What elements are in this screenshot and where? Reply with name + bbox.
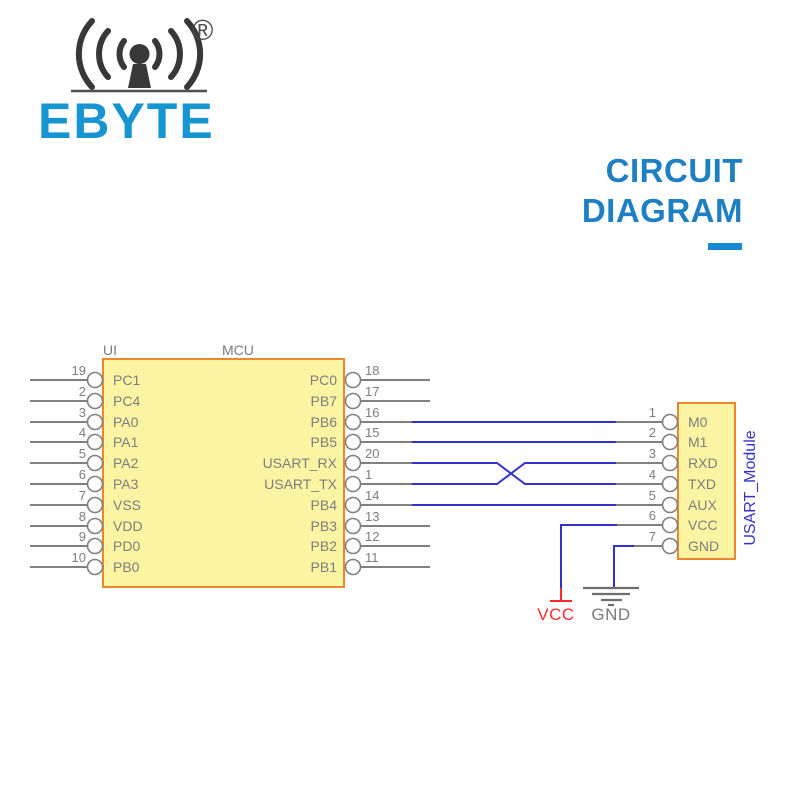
- usart-module-body: [677, 402, 736, 560]
- mcu-left-pin-label: PA3: [113, 476, 139, 492]
- logo-wordmark: EBYTE: [38, 93, 215, 149]
- module-pin-number: 5: [648, 488, 656, 503]
- wire-usartrx-txd: [412, 462, 616, 485]
- gnd-symbol: [583, 586, 639, 607]
- mcu-left-pin-number: 9: [78, 529, 86, 544]
- registered-trademark: ®: [192, 15, 214, 47]
- module-pin-number: 4: [648, 467, 656, 482]
- antenna-waves: [75, 18, 204, 90]
- wire-usarttx-rxd: [412, 462, 616, 485]
- mcu-right-pin-number: 12: [365, 529, 380, 544]
- mcu-body: [102, 358, 345, 588]
- net-gray-segments: [361, 421, 663, 547]
- module-pin-number: 7: [648, 529, 656, 544]
- mcu-right-pin-circles: [344, 371, 362, 576]
- antenna-icon: [71, 18, 207, 93]
- mcu-right-pin-number: 17: [365, 384, 380, 399]
- module-pin-label: M1: [688, 434, 708, 450]
- module-pin-label: VCC: [688, 517, 718, 533]
- module-pin-circles: [661, 413, 679, 555]
- module-pin-label: GND: [688, 538, 720, 554]
- mcu-left-pin-label: PC4: [113, 393, 141, 409]
- mcu-left-pin-label: PA1: [113, 434, 139, 450]
- mcu-right-pin-number: 15: [365, 425, 380, 440]
- mcu-left-pin-number: 10: [71, 550, 86, 565]
- module-pin-number: 6: [648, 508, 656, 523]
- net-blue-wires: [412, 421, 634, 590]
- mcu-left-pin-number: 8: [78, 509, 86, 524]
- mcu-left-pin-number: 2: [78, 384, 86, 399]
- vcc-symbol: [550, 588, 572, 602]
- mcu-left-pin-label: PA2: [113, 455, 139, 471]
- mcu-left-pin-label: VSS: [113, 497, 142, 513]
- wire-vcc: [560, 524, 617, 590]
- mcu-left-pin-label: PB0: [113, 559, 140, 575]
- mcu-right-pin-label: USART_RX: [262, 455, 337, 471]
- mcu-right-pin-number: 11: [365, 550, 379, 565]
- page-title: CIRCUIT DIAGRAM: [582, 151, 743, 231]
- mcu-right-pin-number: 14: [365, 488, 380, 503]
- mcu-right-pin-label: PB1: [310, 559, 337, 575]
- wire-gnd: [613, 545, 634, 588]
- mcu-left-pin-number: 3: [78, 405, 86, 420]
- mcu-left-pin-label: PD0: [113, 538, 141, 554]
- title-line-1: CIRCUIT: [605, 152, 743, 189]
- module-pin-label: AUX: [688, 497, 717, 513]
- mcu-left-pin-label: PA0: [113, 414, 139, 430]
- title-line-2: DIAGRAM: [581, 192, 743, 229]
- mcu-right-pin-label: PB6: [310, 414, 337, 430]
- mcu-right-pin-number: 1: [365, 467, 373, 482]
- module-name: USART_Module: [742, 430, 759, 546]
- mcu-right-pin-number: 18: [365, 363, 380, 378]
- mcu-right-pin-label: PB7: [310, 393, 337, 409]
- mcu-left-pin-number: 7: [78, 488, 86, 503]
- mcu-left-pin-label: VDD: [113, 518, 143, 534]
- mcu-right-pin-number: 16: [365, 405, 380, 420]
- antenna-base: [128, 64, 151, 88]
- module-pin-number: 1: [648, 405, 656, 420]
- module-pin-label: TXD: [688, 476, 716, 492]
- mcu-right-pin-number: 13: [365, 509, 380, 524]
- mcu-right-pin-label: USART_TX: [264, 476, 337, 492]
- title-underline: [708, 243, 742, 250]
- mcu-right-pin-label: PB3: [310, 518, 337, 534]
- mcu-right-stub-leads: [361, 379, 430, 568]
- module-pin-number: 3: [648, 446, 656, 461]
- vcc-label: VCC: [537, 605, 575, 624]
- mcu-left-pin-label: PC1: [113, 372, 141, 388]
- mcu-designator: UI: [103, 342, 117, 358]
- module-pin-label: M0: [688, 414, 708, 430]
- mcu-left-pin-number: 5: [78, 446, 86, 461]
- mcu-name: MCU: [222, 342, 254, 358]
- mcu-right-pin-label: PC0: [309, 372, 337, 388]
- mcu-right-pin-label: PB5: [310, 434, 337, 450]
- module-pin-number: 2: [648, 425, 656, 440]
- antenna-dot: [129, 44, 150, 64]
- mcu-left-pin-number: 6: [78, 467, 86, 482]
- gnd-label: GND: [591, 605, 631, 624]
- mcu-left-pin-leads: [30, 379, 87, 568]
- mcu-left-pin-circles: [86, 371, 104, 576]
- mcu-right-pin-number: 20: [365, 446, 380, 461]
- mcu-right-pin-label: PB2: [310, 538, 337, 554]
- mcu-left-pin-number: 4: [78, 425, 86, 440]
- module-pin-label: RXD: [688, 455, 718, 471]
- mcu-right-pin-label: PB4: [310, 497, 337, 513]
- mcu-left-pin-number: 19: [71, 363, 86, 378]
